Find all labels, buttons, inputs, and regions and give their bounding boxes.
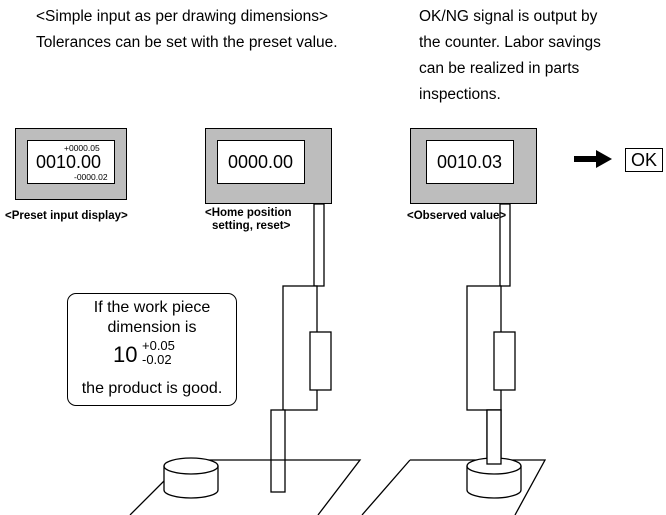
home-display-screen: 0000.00 (217, 140, 305, 184)
gauge-spindle-middle (270, 409, 286, 493)
observed-display-screen: 0010.03 (426, 140, 514, 184)
preset-display-screen: +0000.05 0010.00 -0000.02 (27, 140, 115, 184)
home-main-value: 0000.00 (228, 152, 294, 172)
callout-nominal: 10 (113, 342, 138, 367)
okng-line-4: inspections. (419, 86, 501, 103)
intro-line-2: Tolerances can be set with the preset va… (36, 34, 338, 51)
stand-column-right (499, 203, 511, 287)
work-piece-middle (163, 457, 219, 499)
arrow-right-icon (574, 150, 612, 168)
work-piece-right (466, 457, 522, 499)
preset-main-value: 0010.00 (36, 152, 102, 172)
callout-line-2: dimension is (107, 319, 197, 336)
gauge-side-block-middle (309, 331, 332, 391)
work-table-right (361, 459, 547, 515)
okng-line-1: OK/NG signal is output by (419, 8, 598, 25)
gauge-side-block-right (493, 331, 516, 391)
okng-line-2: the counter. Labor savings (419, 34, 601, 51)
home-caption-line-2: setting, reset> (212, 220, 291, 232)
okng-line-3: can be realized in parts (419, 60, 580, 77)
home-caption-line-1: <Home position (205, 207, 292, 219)
tolerance-callout: If the work piece dimension is 10 +0.05 … (67, 293, 237, 406)
stand-column-middle (313, 203, 325, 287)
observed-counter-panel: 0010.03 (410, 128, 537, 204)
preset-upper-tolerance: +0000.05 (64, 143, 100, 153)
callout-line-1: If the work piece (93, 299, 211, 316)
preset-lower-tolerance: -0000.02 (74, 172, 108, 182)
callout-tol-minus: -0.02 (142, 352, 172, 367)
callout-tol-plus: +0.05 (142, 338, 175, 353)
preset-counter-panel: +0000.05 0010.00 -0000.02 (15, 128, 127, 200)
preset-caption: <Preset input display> (5, 210, 128, 222)
home-counter-panel: 0000.00 (205, 128, 332, 204)
observed-caption: <Observed value> (407, 210, 507, 222)
intro-line-1: <Simple input as per drawing dimensions> (36, 8, 329, 25)
observed-main-value: 0010.03 (437, 152, 503, 172)
callout-line-3: the product is good. (81, 380, 223, 397)
ok-signal-box: OK (625, 148, 663, 172)
